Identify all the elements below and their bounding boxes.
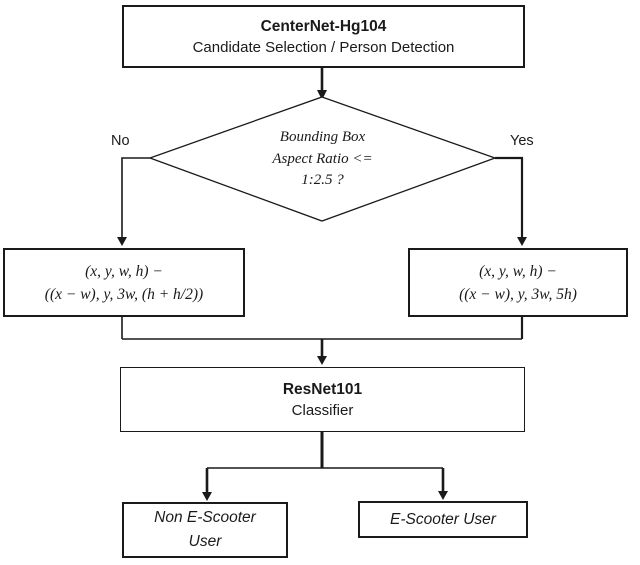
arrowhead-right-crop-box xyxy=(517,237,527,246)
crop-right-line2: ((x − w), y, 3w, 5h) xyxy=(459,285,577,303)
decision-line3: 1:2.5 ? xyxy=(301,172,344,188)
arrowhead-output-right xyxy=(438,491,448,500)
arrowhead-left-crop-box xyxy=(117,237,127,246)
classifier-title: ResNet101 xyxy=(282,380,363,398)
classifier-subtitle: Classifier xyxy=(291,401,354,419)
output-non-escooter-box: Non E-Scooter User xyxy=(122,502,288,558)
no-branch-label: No xyxy=(111,133,130,149)
decision-line1: Bounding Box xyxy=(279,129,366,145)
crop-left-box: (x, y, w, h) − ((x − w), y, 3w, (h + h/2… xyxy=(3,248,245,317)
arrowhead-classifier xyxy=(317,356,327,365)
decision-text: Bounding Box Aspect Ratio <= 1:2.5 ? xyxy=(222,127,423,192)
decision-line2: Aspect Ratio <= xyxy=(272,150,373,167)
connector-yes-branch xyxy=(495,156,524,237)
output-non-escooter-line2: User xyxy=(188,533,222,550)
connector-no-branch xyxy=(121,157,150,237)
detector-box: CenterNet-Hg104 Candidate Selection / Pe… xyxy=(122,5,525,68)
yes-branch-label: Yes xyxy=(510,133,534,149)
decision-diamond-shape xyxy=(148,96,497,222)
output-non-escooter-line1: Non E-Scooter xyxy=(154,509,256,526)
output-escooter-label: E-Scooter User xyxy=(390,510,496,528)
crop-right-box: (x, y, w, h) − ((x − w), y, 3w, 5h) xyxy=(408,248,628,317)
crop-right-line1: (x, y, w, h) − xyxy=(479,262,557,280)
output-escooter-box: E-Scooter User xyxy=(358,501,528,538)
detector-subtitle: Candidate Selection / Person Detection xyxy=(192,38,455,56)
crop-left-line2: ((x − w), y, 3w, (h + h/2)) xyxy=(44,285,204,303)
crop-left-line1: (x, y, w, h) − xyxy=(85,262,163,280)
arrowhead-decision xyxy=(317,90,327,100)
arrowhead-output-left xyxy=(202,492,212,501)
detector-title: CenterNet-Hg104 xyxy=(260,17,387,35)
classifier-box: ResNet101 Classifier xyxy=(120,367,525,432)
